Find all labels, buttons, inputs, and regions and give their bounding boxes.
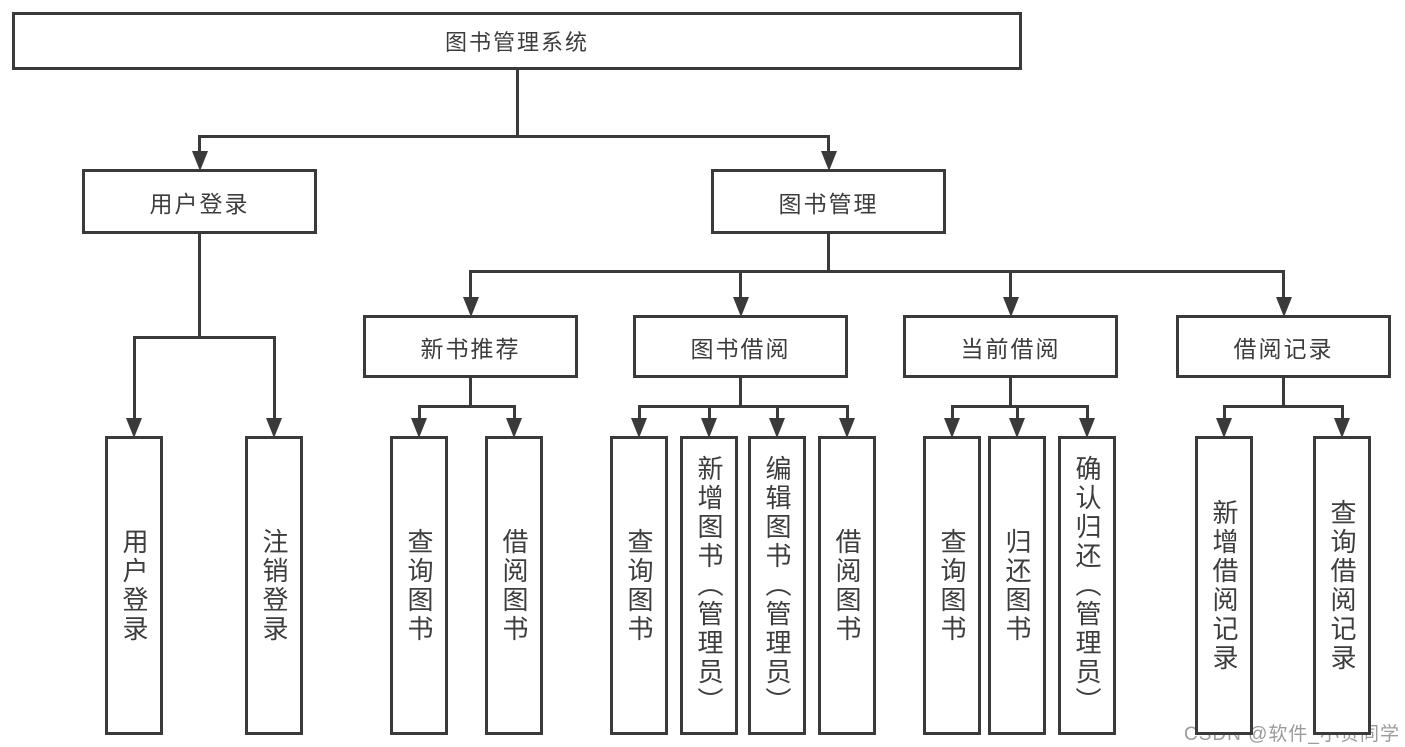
connector-line	[1222, 405, 1344, 408]
arrowhead-down-icon	[1009, 418, 1025, 438]
node-leaf-edit-book-admin: 编辑图书（管理员）	[748, 436, 806, 735]
node-leaf-borrow-book: 借阅图书	[818, 436, 876, 735]
connector-line	[637, 405, 641, 420]
node-book-management: 图书管理	[711, 169, 946, 234]
arrowhead-down-icon	[1079, 418, 1095, 438]
connector-line	[272, 336, 276, 420]
arrowhead-down-icon	[462, 297, 479, 317]
node-leaf-borrow-book-new: 借阅图书	[485, 436, 543, 735]
arrowhead-down-icon	[411, 418, 427, 438]
node-leaf-return-book: 归还图书	[988, 436, 1046, 735]
connector-line	[707, 405, 711, 420]
arrowhead-down-icon	[1334, 418, 1350, 438]
node-leaf-logout: 注销登录	[245, 436, 303, 735]
node-leaf-query-book-new: 查询图书	[390, 436, 448, 735]
arrowhead-down-icon	[820, 151, 837, 171]
connector-line	[827, 232, 830, 273]
arrowhead-down-icon	[126, 418, 142, 438]
connector-line	[950, 405, 1089, 408]
connector-line	[1282, 376, 1285, 408]
connector-line	[739, 376, 742, 408]
connector-line	[950, 405, 954, 420]
arrowhead-down-icon	[732, 297, 749, 317]
connector-line	[512, 405, 516, 420]
connector-line	[775, 405, 779, 420]
connector-line	[469, 270, 472, 299]
connector-line	[469, 376, 472, 408]
arrowhead-down-icon	[266, 418, 282, 438]
node-borrow-records: 借阅记录	[1176, 315, 1391, 378]
connector-line	[827, 135, 830, 153]
node-current-borrow: 当前借阅	[903, 315, 1118, 378]
node-new-book-recommend: 新书推荐	[363, 315, 578, 378]
connector-line	[417, 405, 516, 408]
connector-line	[132, 336, 276, 339]
connector-line	[1009, 270, 1012, 299]
node-leaf-add-borrow-record: 新增借阅记录	[1195, 436, 1253, 735]
node-leaf-query-book-current: 查询图书	[923, 436, 981, 735]
connector-line	[1282, 270, 1285, 299]
arrowhead-down-icon	[1002, 297, 1019, 317]
node-leaf-query-borrow-record: 查询借阅记录	[1313, 436, 1371, 735]
connector-line	[198, 135, 830, 138]
arrowhead-down-icon	[839, 418, 855, 438]
arrowhead-down-icon	[701, 418, 717, 438]
arrowhead-down-icon	[1275, 297, 1292, 317]
arrowhead-down-icon	[1216, 418, 1232, 438]
connector-line	[1340, 405, 1344, 420]
node-leaf-user-login: 用户登录	[105, 436, 163, 735]
node-book-borrow: 图书借阅	[633, 315, 848, 378]
arrowhead-down-icon	[944, 418, 960, 438]
node-root: 图书管理系统	[12, 12, 1022, 70]
arrowhead-down-icon	[631, 418, 647, 438]
node-leaf-add-book-admin: 新增图书（管理员）	[680, 436, 738, 735]
arrowhead-down-icon	[191, 151, 208, 171]
connector-line	[1085, 405, 1089, 420]
connector-line	[417, 405, 421, 420]
connector-line	[637, 405, 849, 408]
connector-line	[132, 336, 136, 420]
arrowhead-down-icon	[769, 418, 785, 438]
node-user-login: 用户登录	[82, 169, 317, 234]
connector-line	[515, 68, 519, 138]
node-leaf-query-book-borrow: 查询图书	[610, 436, 668, 735]
connector-line	[739, 270, 742, 299]
connector-line	[198, 232, 201, 339]
connector-line	[1015, 405, 1019, 420]
node-leaf-confirm-return: 确认归还（管理员）	[1058, 436, 1116, 735]
connector-line	[1009, 376, 1012, 408]
connector-line	[469, 270, 1285, 273]
connector-line	[845, 405, 849, 420]
arrowhead-down-icon	[506, 418, 522, 438]
connector-line	[198, 135, 201, 153]
connector-line	[1222, 405, 1226, 420]
